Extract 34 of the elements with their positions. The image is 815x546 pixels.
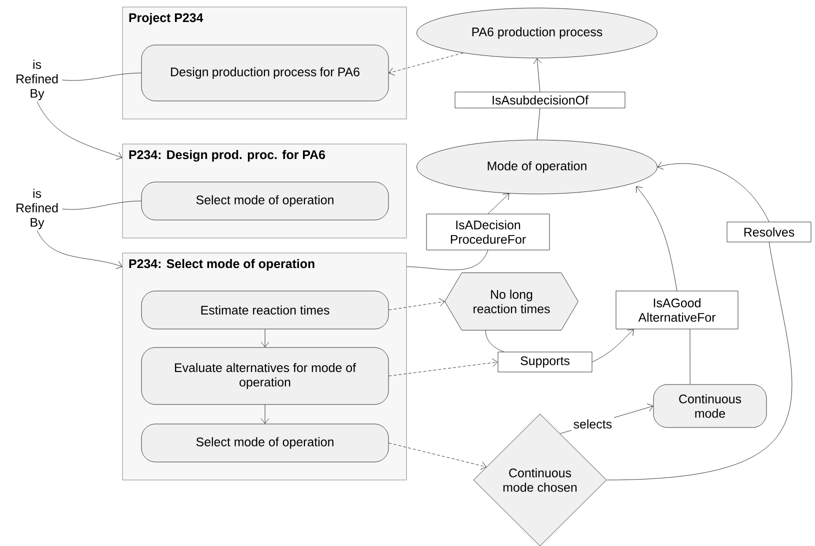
relation-box: Supports (498, 352, 592, 372)
connector (36, 101, 122, 160)
connector (592, 329, 634, 362)
process-box: Select mode of operation (141, 182, 389, 220)
edge-label: selects (571, 417, 614, 431)
connector (260, 404, 270, 424)
relation-label: is Refined By (16, 188, 58, 230)
process-box: Select mode of operation (141, 424, 389, 462)
relation-box: IsAsubdecisionOf (454, 92, 626, 108)
connector (485, 330, 504, 352)
connector (606, 242, 792, 480)
connector (406, 250, 488, 270)
connector (388, 52, 464, 76)
connector (533, 58, 542, 92)
connector (62, 72, 142, 81)
connector (388, 298, 445, 310)
connector (636, 186, 678, 291)
connector (488, 193, 510, 214)
process-box: Continuous mode (653, 384, 767, 428)
process-box: Design production process for PA6 (141, 44, 389, 102)
process-box: Estimate reaction times (141, 290, 389, 330)
argument-hexagon: No long reaction times (444, 272, 578, 330)
process-box: Evaluate alternatives for mode of operation (141, 347, 389, 405)
connector (62, 200, 142, 210)
connector (536, 108, 540, 140)
relation-label: is Refined By (16, 60, 58, 100)
connector (260, 329, 270, 348)
relation-box: IsADecision ProcedureFor (426, 214, 550, 250)
relation-box: Resolves (726, 222, 812, 242)
connector (36, 230, 122, 269)
relation-box: IsAGood AlternativeFor (616, 290, 738, 330)
connector (388, 442, 486, 470)
connector (658, 162, 770, 222)
connector (388, 358, 498, 376)
